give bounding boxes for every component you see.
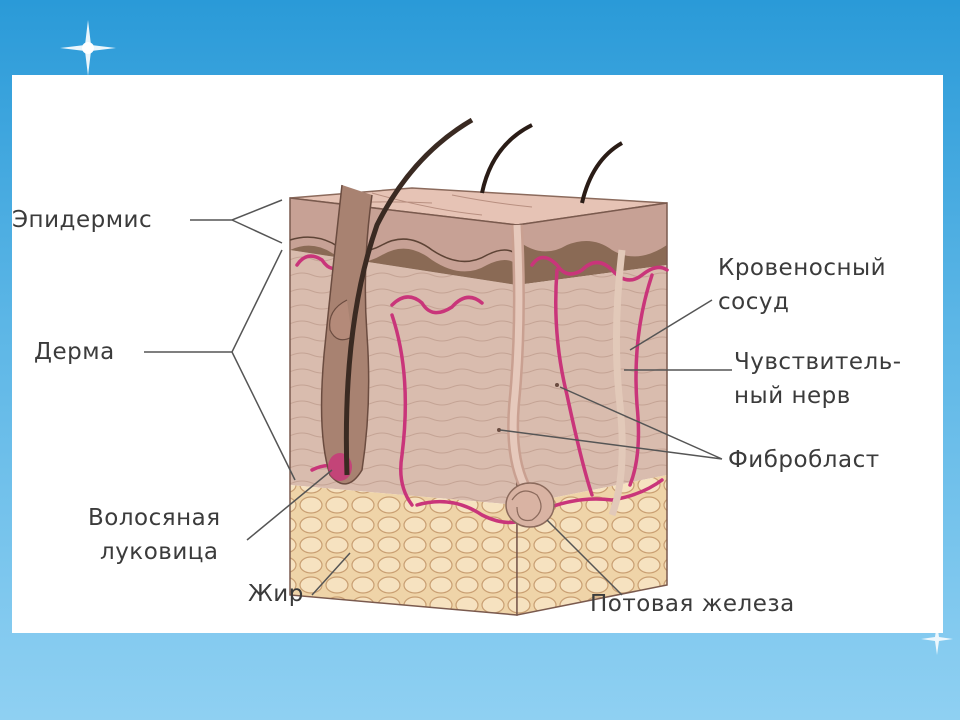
sweat-gland bbox=[505, 224, 555, 528]
basal-layer bbox=[290, 245, 517, 285]
label-sweat-gland: Потовая железа bbox=[590, 591, 795, 617]
label-nerve-line2: ный нерв bbox=[734, 383, 851, 409]
label-dermis: Дерма bbox=[34, 339, 115, 365]
nerve bbox=[608, 249, 626, 517]
diagram-panel: Эпидермис Дерма Волосяная луковица Жир К… bbox=[12, 75, 943, 633]
hair-shaft bbox=[580, 141, 624, 204]
sparkle-icon bbox=[921, 623, 953, 655]
label-blood-vessel-line2: сосуд bbox=[718, 289, 790, 315]
skin-cross-section-diagram bbox=[144, 117, 732, 616]
fibroblast-cell bbox=[497, 428, 501, 432]
fibroblast-cell bbox=[555, 383, 559, 387]
label-blood-vessel-line1: Кровеносный bbox=[718, 255, 887, 281]
hair-shaft bbox=[343, 117, 474, 476]
label-fibroblast: Фибробласт bbox=[728, 447, 880, 473]
label-hair-bulb-line1: Волосяная bbox=[88, 505, 221, 531]
label-fat: Жир bbox=[248, 581, 304, 607]
leader-lines bbox=[144, 199, 732, 596]
hair-shaft bbox=[480, 123, 533, 194]
sparkle-icon bbox=[60, 20, 116, 76]
label-epidermis: Эпидермис bbox=[12, 207, 153, 233]
label-hair-bulb-line2: луковица bbox=[100, 539, 219, 565]
label-nerve-line1: Чувствитель- bbox=[734, 349, 902, 375]
